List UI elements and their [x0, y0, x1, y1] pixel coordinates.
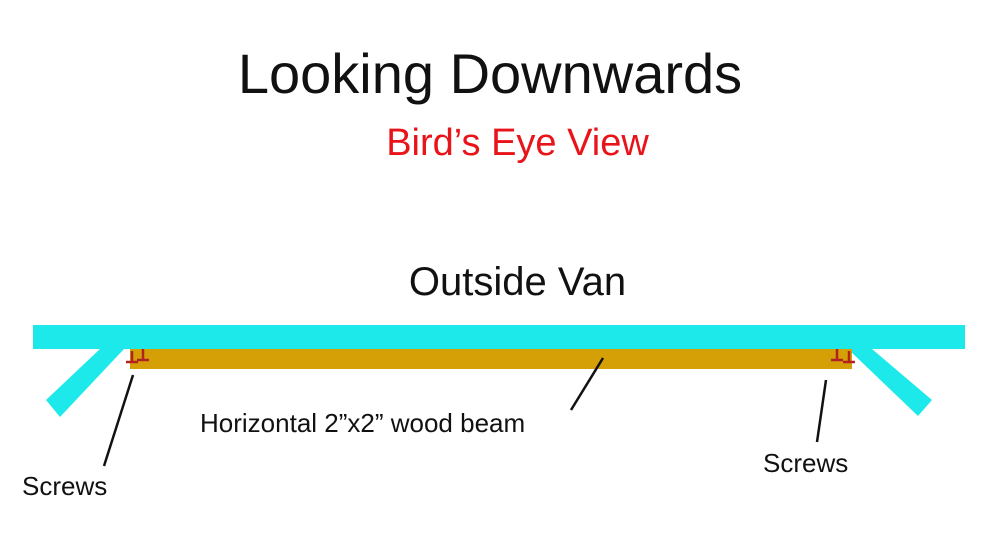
right-screws-leader-line [815, 379, 828, 443]
diagram-subtitle: Bird’s Eye View [386, 122, 649, 164]
outside-van-label: Outside Van [408, 260, 627, 304]
diagram-title: Looking Downwards [237, 42, 743, 105]
wood-beam [130, 349, 852, 369]
left-screws [126, 349, 149, 364]
left-angled-wall [46, 349, 124, 417]
beam-leader-line [569, 357, 605, 411]
van-wall [33, 325, 965, 349]
left-screws-leader-line [102, 374, 135, 467]
wood-beam-label: Horizontal 2”x2” wood beam [200, 408, 526, 438]
right-angled-wall [848, 349, 932, 416]
right-screws-label: Screws [763, 448, 849, 478]
left-screws-label: Screws [22, 471, 108, 501]
right-screws [831, 349, 855, 364]
